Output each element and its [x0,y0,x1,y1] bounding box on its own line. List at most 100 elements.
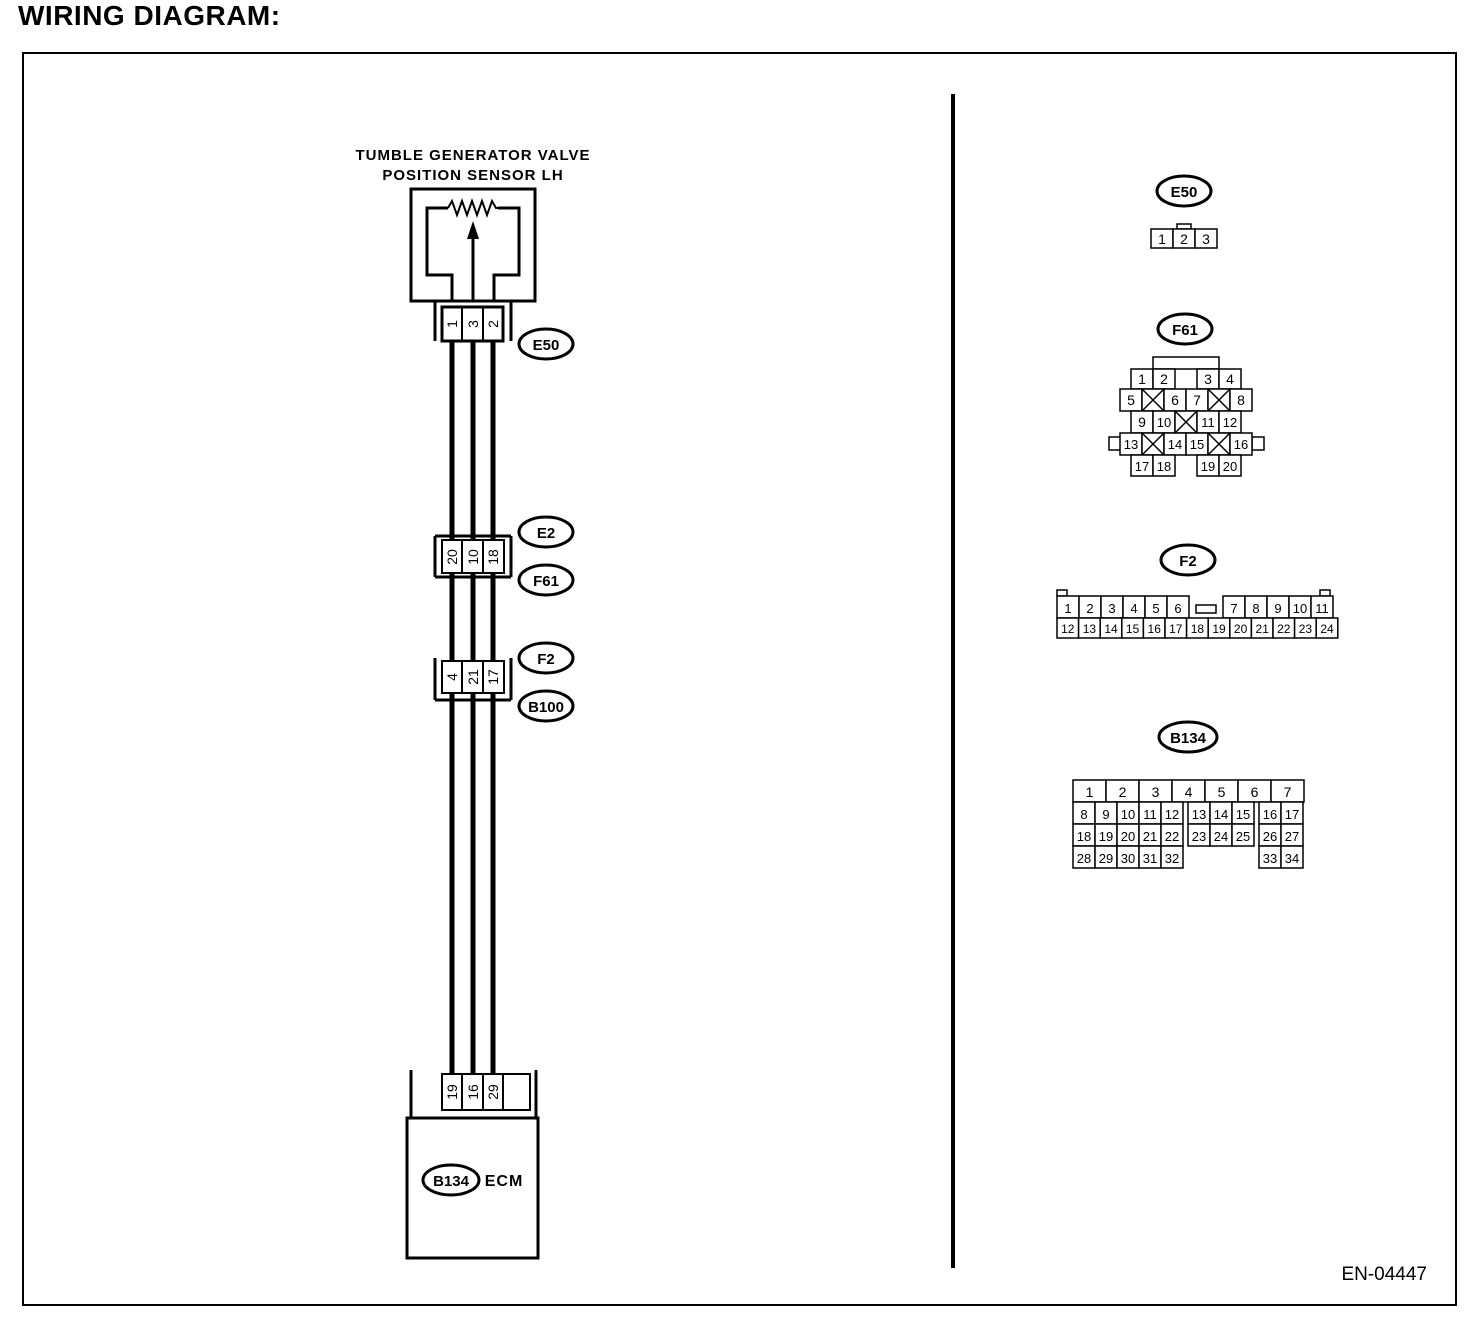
b134-pin-33-label: 33 [1263,851,1277,866]
f2-pin-12-label: 12 [1061,622,1075,636]
f2-pin-3-label: 3 [1108,601,1115,616]
f2-view-badge: F2 [1159,543,1217,577]
ecm-connector-badge: B134 [421,1163,481,1197]
b134-pin-13-label: 13 [1192,807,1206,822]
svg-text:2: 2 [1180,231,1188,247]
b134-pin-3-label: 3 [1152,784,1160,800]
svg-text:17: 17 [1135,459,1149,474]
joint2-pin-1: 4 [444,673,460,681]
svg-text:B100: B100 [528,699,564,716]
f2-pin-4-label: 4 [1130,601,1137,616]
svg-text:12: 12 [1223,415,1237,430]
svg-text:B134: B134 [1170,730,1207,747]
svg-text:E50: E50 [1171,184,1198,201]
f2-pin-21-label: 21 [1256,622,1270,636]
joint1-pin-2: 10 [465,549,481,565]
b134-pin-22-label: 22 [1165,829,1179,844]
sensor-title-line2: POSITION SENSOR LH [382,167,563,184]
joint1-badge-top: E2 [517,515,575,549]
b134-pin-23-label: 23 [1192,829,1206,844]
f2-pin-9-label: 9 [1274,601,1281,616]
svg-text:3: 3 [1204,371,1212,387]
f2-pin-23-label: 23 [1299,622,1313,636]
b134-pin-16-label: 16 [1263,807,1277,822]
wire-harness [449,341,496,1074]
f2-pin-14-label: 14 [1104,622,1118,636]
b134-pin-9-label: 9 [1102,807,1109,822]
svg-text:F61: F61 [1172,322,1198,339]
wiper-arrowhead [467,221,479,239]
svg-text:8: 8 [1237,392,1245,408]
b134-pin-19-label: 19 [1099,829,1113,844]
svg-text:9: 9 [1138,414,1146,430]
joint2-badge-top: F2 [517,641,575,675]
svg-text:11: 11 [1201,415,1215,430]
sensor-connector-badge: E50 [517,327,575,361]
resistor-symbol [447,198,498,218]
joint-connector-e2-f61: 20 10 18 [433,534,513,579]
ecm-pin-2: 16 [465,1084,481,1100]
f2-pin-16-label: 16 [1148,622,1162,636]
b134-pin-6-label: 6 [1251,784,1259,800]
f2-pin-5-label: 5 [1152,601,1159,616]
ecm-pin-3: 29 [485,1084,501,1100]
e50-connector-view: 1 2 3 [1150,223,1218,249]
b134-pin-28-label: 28 [1077,851,1091,866]
b134-view-badge: B134 [1157,720,1219,754]
svg-text:13: 13 [1124,437,1138,452]
b134-pin-17-label: 17 [1285,807,1299,822]
f61-connector-view [1108,356,1265,477]
svg-text:10: 10 [1157,415,1171,430]
b134-pin-11-label: 11 [1143,807,1157,822]
b134-pin-34-cell [1280,845,1304,869]
f2-pin-6-label: 6 [1174,601,1181,616]
svg-text:4: 4 [1226,371,1234,387]
svg-text:E2: E2 [537,525,555,542]
ecm-connector: 19 16 29 [409,1070,538,1118]
b134-pin-2-label: 2 [1119,784,1127,800]
svg-text:20: 20 [1223,459,1237,474]
b134-pin-25-label: 25 [1236,829,1250,844]
b134-pin-32-label: 32 [1165,851,1179,866]
e50-view-badge: E50 [1155,174,1213,208]
svg-text:F2: F2 [537,651,555,668]
svg-text:15: 15 [1190,437,1204,452]
svg-text:2: 2 [1160,371,1168,387]
f61-view-badge: F61 [1156,312,1214,346]
svg-text:3: 3 [1202,231,1210,247]
ecm-label: ECM [485,1173,524,1190]
joint2-pin-3: 17 [485,669,501,685]
b134-pin-1-label: 1 [1086,784,1094,800]
svg-text:19: 19 [1201,459,1215,474]
f2-pin-18-label: 18 [1191,622,1205,636]
b134-pin-32-cell [1160,845,1184,869]
f2-pin-10-label: 10 [1293,601,1307,616]
page-title: WIRING DIAGRAM: [18,0,281,31]
b134-pin-24-label: 24 [1214,829,1228,844]
sensor-pin-3: 2 [485,320,501,328]
b134-pin-29-label: 29 [1099,851,1113,866]
f2-pin-13-label: 13 [1083,622,1097,636]
b134-pin-12-label: 12 [1165,807,1179,822]
f2-pin-22-label: 22 [1277,622,1291,636]
sensor-pin-1: 1 [444,320,460,328]
f2-pin-20-label: 20 [1234,622,1248,636]
b134-pin-26-label: 26 [1263,829,1277,844]
sensor-title-line1: TUMBLE GENERATOR VALVE [355,147,590,164]
wiring-diagram: TUMBLE GENERATOR VALVE POSITION SENSOR L… [355,94,1339,1268]
svg-text:18: 18 [1157,459,1171,474]
joint1-pin-3: 18 [485,549,501,565]
svg-text:7: 7 [1193,392,1201,408]
b134-pin-21-label: 21 [1143,829,1157,844]
svg-text:6: 6 [1171,392,1179,408]
f61-pin-labels: 1 2 3 4 5 6 7 8 9 10 11 12 13 14 15 16 1… [1124,371,1248,474]
joint2-badge-bottom: B100 [517,689,575,723]
f2-pin-11-label: 11 [1315,601,1329,616]
diagram-frame: TUMBLE GENERATOR VALVE POSITION SENSOR L… [22,52,1457,1306]
joint-connector-f2-b100: 4 21 17 [433,658,513,702]
f2-connector-view [1056,589,1331,614]
joint2-pin-2: 21 [465,669,481,685]
b134-pin-34-label: 34 [1285,851,1299,866]
ecm-pin-1: 19 [444,1084,460,1100]
